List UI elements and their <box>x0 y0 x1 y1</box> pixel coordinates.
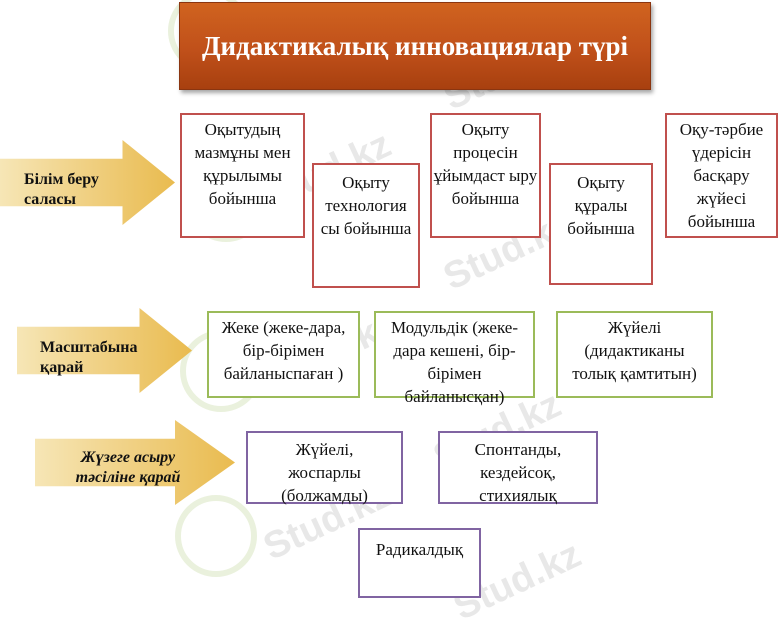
box-systemic: Жүйелі (дидактиканы толық қамтитын) <box>556 311 713 398</box>
box-modular: Модульдік (жеке-дара кешені, бір-бірімен… <box>374 311 535 406</box>
box-process-organization: Оқыту процесін ұйымдаст ыру бойынша <box>430 113 541 238</box>
row-label-education: Білім беру саласы <box>24 171 99 208</box>
row-label-scale: Масштабына қарай <box>40 339 138 376</box>
box-management-system: Оқу-тәрбие үдерісін басқару жүйесі бойын… <box>665 113 778 238</box>
box-content-structure: Оқытудың мазмұны мен құрылымы бойынша <box>180 113 305 238</box>
row-label-implementation: Жүзеге асыру тәсіліне қарай <box>75 449 181 486</box>
box-individual: Жеке (жеке-дара, бір-бірімен байланыспағ… <box>207 311 360 398</box>
box-spontaneous: Спонтанды, кездейсоқ, стихиялық <box>438 431 598 505</box>
box-radical: Радикалдық <box>358 528 481 598</box>
diagram-title: Дидактикалық инновациялар түрі <box>179 2 651 90</box>
box-planned: Жүйелі, жоспарлы (болжамды) <box>246 431 403 505</box>
box-technology: Оқыту технология сы бойынша <box>312 163 420 288</box>
watermark-logo <box>175 495 257 577</box>
box-means: Оқыту құралы бойынша <box>549 163 653 285</box>
